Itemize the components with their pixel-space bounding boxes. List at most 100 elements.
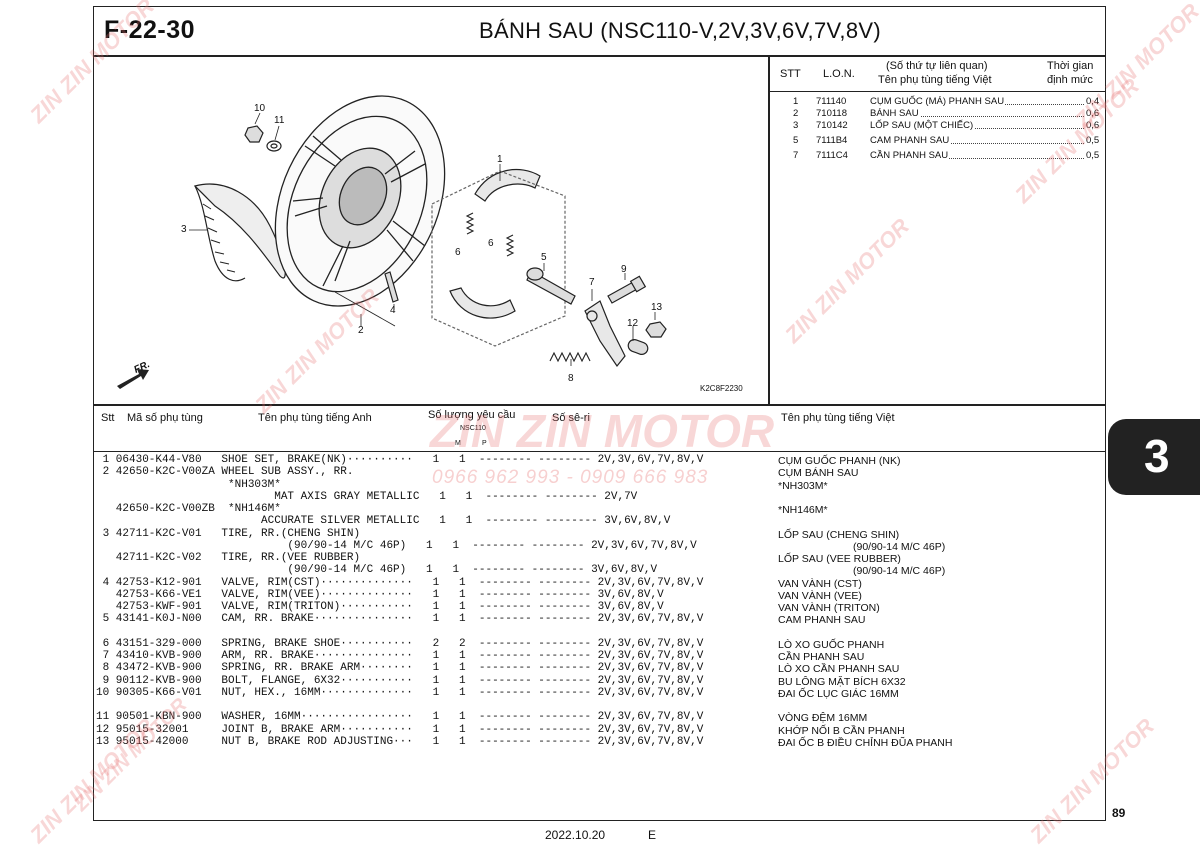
parts-header-serial: Số sê-ri bbox=[552, 412, 590, 424]
parts-row-name-vn: VAN VÀNH (VEE) bbox=[778, 589, 862, 602]
lon-code: 7111B4 bbox=[816, 135, 848, 146]
lon-header-time-2: định mức bbox=[1047, 74, 1093, 86]
parts-row: (90/90-14 M/C 46P) 1 1 -------- --------… bbox=[96, 564, 658, 577]
leader-lines bbox=[189, 112, 656, 366]
brake-arm bbox=[584, 300, 626, 368]
parts-row: 13 95015-42000 NUT B, BRAKE ROD ADJUSTIN… bbox=[96, 735, 704, 748]
parts-row: ACCURATE SILVER METALLIC 1 1 -------- --… bbox=[96, 515, 671, 528]
lon-header-lon: L.O.N. bbox=[823, 68, 855, 80]
parts-row: 6 43151-329-000 SPRING, BRAKE SHOE······… bbox=[96, 637, 704, 650]
header-rule bbox=[93, 55, 1106, 57]
parts-row-name-vn: BU LÔNG MẶT BÍCH 6X32 bbox=[778, 675, 906, 688]
footer-date: 2022.10.20 bbox=[545, 828, 606, 842]
brake-arm-joint bbox=[627, 339, 649, 355]
lon-code: 710118 bbox=[816, 108, 847, 119]
rear-tire bbox=[193, 183, 286, 282]
lon-header-rule bbox=[768, 91, 1106, 92]
diagram-divider bbox=[768, 55, 770, 405]
page-frame bbox=[93, 6, 1106, 821]
chapter-number: 3 bbox=[1144, 430, 1170, 482]
parts-row-name-vn: CẦN PHANH SAU bbox=[778, 651, 865, 663]
lon-time: 0,5 bbox=[1086, 135, 1100, 146]
lon-stt: 5 bbox=[793, 135, 799, 146]
parts-row: 42753-K66-VE1 VALVE, RIM(VEE)···········… bbox=[96, 588, 664, 601]
callout-13: 13 bbox=[651, 302, 663, 313]
parts-header-p: P bbox=[482, 440, 487, 447]
lon-header-time-1: Thời gian bbox=[1047, 60, 1094, 72]
parts-header-name-en: Tên phụ tùng tiếng Anh bbox=[258, 412, 372, 424]
parts-row-name-vn: CỤM BÁNH SAU bbox=[778, 467, 859, 480]
lon-header-name-vn: Tên phụ tùng tiếng Việt bbox=[878, 74, 992, 86]
callout-10: 10 bbox=[254, 103, 266, 114]
parts-row-name-vn: ĐAI ỐC B ĐIỀU CHỈNH ĐŨA PHANH bbox=[778, 736, 953, 749]
parts-header-stt: Stt bbox=[101, 412, 115, 424]
lon-stt: 7 bbox=[793, 150, 799, 161]
brake-shoe-springs bbox=[465, 212, 515, 257]
parts-header-qty: Số lượng yêu cầu bbox=[428, 409, 516, 421]
parts-row: (90/90-14 M/C 46P) 1 1 -------- --------… bbox=[96, 539, 697, 552]
parts-row-name-vn: ĐAI ỐC LỤC GIÁC 16MM bbox=[778, 687, 899, 700]
callout-3: 3 bbox=[181, 224, 187, 235]
callout-1: 1 bbox=[497, 154, 503, 165]
footer-edition: E bbox=[648, 828, 657, 842]
callout-2: 2 bbox=[358, 325, 364, 336]
callout-4: 4 bbox=[390, 305, 396, 316]
rear-brake-arm-spring bbox=[549, 351, 591, 363]
lon-leader-dots bbox=[872, 108, 1084, 117]
callout-8: 8 bbox=[568, 373, 574, 384]
parts-row-name-vn: CỤM GUỐC PHANH (NK) bbox=[778, 455, 901, 467]
parts-row: 5 43141-K0J-N00 CAM, RR. BRAKE··········… bbox=[96, 613, 704, 626]
callout-9: 9 bbox=[621, 264, 627, 275]
lon-stt: 3 bbox=[793, 120, 799, 131]
parts-row-name-vn: LÒ XO GUỐC PHANH bbox=[778, 638, 885, 651]
parts-row-name-vn: *NH146M* bbox=[778, 504, 828, 516]
lon-header-related: (Số thứ tự liên quan) bbox=[886, 60, 988, 72]
parts-row-name-vn: LÒ XO CẦN PHANH SAU bbox=[778, 663, 900, 676]
lon-code: 7111C4 bbox=[816, 150, 848, 161]
parts-row-name-vn: CAM PHANH SAU bbox=[778, 614, 866, 627]
parts-row: 4 42753-K12-901 VALVE, RIM(CST)·········… bbox=[96, 576, 704, 589]
lon-name: BÁNH SAU bbox=[870, 108, 920, 119]
lon-header-stt: STT bbox=[780, 68, 801, 80]
diagram-bottom-rule bbox=[93, 404, 1106, 406]
page-number: 89 bbox=[1112, 806, 1126, 820]
lon-leader-dots bbox=[872, 120, 1084, 129]
parts-row: 42711-K2C-V02 TIRE, RR.(VEE RUBBER) bbox=[96, 552, 361, 564]
axle-nut bbox=[244, 125, 264, 143]
parts-row: 7 43410-KVB-900 ARM, RR. BRAKE··········… bbox=[96, 650, 704, 662]
lon-code: 710142 bbox=[816, 120, 848, 131]
callout-11: 11 bbox=[274, 115, 285, 126]
parts-row: 42650-K2C-V00ZB *NH146M* bbox=[96, 503, 281, 515]
lon-time: 0,4 bbox=[1086, 96, 1100, 107]
front-direction-arrow bbox=[117, 369, 149, 389]
chapter-tab: 3 bbox=[1108, 419, 1200, 495]
parts-row: 42753-KWF-901 VALVE, RIM(TRITON)········… bbox=[96, 601, 664, 613]
lon-row: 1 711140 CỤM GUỐC (MÁ) PHANH SAU 0,4 bbox=[780, 96, 1102, 109]
parts-row-name-vn: VAN VÀNH (CST) bbox=[778, 577, 862, 590]
parts-row-name-vn: (90/90-14 M/C 46P) bbox=[853, 565, 946, 578]
callout-5: 5 bbox=[541, 252, 547, 263]
lon-leader-dots bbox=[872, 135, 1084, 144]
parts-row-name-vn: LỐP SAU (VEE RUBBER) bbox=[778, 553, 901, 565]
lon-stt: 1 bbox=[793, 96, 799, 107]
lon-code: 711140 bbox=[816, 96, 847, 107]
brake-cam bbox=[526, 267, 576, 305]
lon-name: CỤM GUỐC (MÁ) PHANH SAU bbox=[870, 96, 1006, 107]
callout-12: 12 bbox=[627, 318, 639, 329]
lon-leader-dots bbox=[872, 150, 1084, 159]
parts-header-part-no: Mã số phụ tùng bbox=[127, 412, 203, 424]
parts-row: 9 90112-KVB-900 BOLT, FLANGE, 6X32······… bbox=[96, 674, 704, 687]
parts-row: 2 42650-K2C-V00ZA WHEEL SUB ASSY., RR. bbox=[96, 466, 354, 479]
parts-row: *NH303M* bbox=[96, 478, 281, 491]
rear-wheel-assembly bbox=[274, 95, 446, 307]
lon-time: 0,6 bbox=[1086, 120, 1100, 131]
parts-row: 8 43472-KVB-900 SPRING, RR. BRAKE ARM···… bbox=[96, 662, 704, 675]
diagram-code: K2C8F2230 bbox=[700, 384, 743, 393]
lon-name: CẦN PHANH SAU bbox=[870, 150, 950, 161]
parts-row: 10 90305-K66-V01 NUT, HEX., 16MM········… bbox=[96, 686, 704, 699]
rim-valve bbox=[384, 271, 399, 303]
parts-header-name-vn: Tên phụ tùng tiếng Việt bbox=[781, 412, 895, 424]
